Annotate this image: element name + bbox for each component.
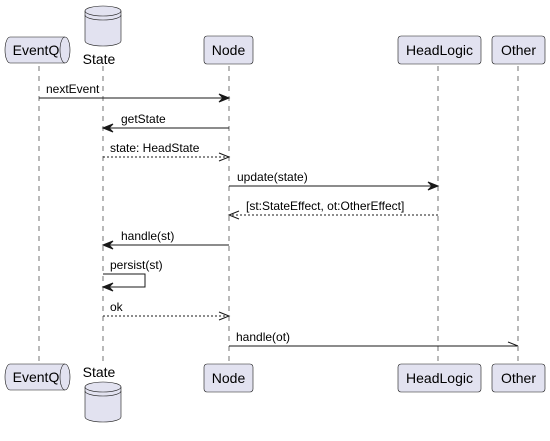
participant-label-other: Other [501, 370, 536, 386]
database-icon [84, 381, 122, 423]
message-label: [st:StateEffect, ot:OtherEffect] [246, 199, 404, 213]
participant-label-state: State [83, 51, 116, 67]
message-handle-st: handle(st) [101, 229, 229, 250]
message-handle-ot: handle(ot) [229, 330, 519, 347]
message-label: getState [121, 112, 166, 126]
message-label: nextEvent [46, 82, 100, 96]
participant-state-bottom[interactable]: State [83, 364, 122, 423]
participant-node-top[interactable]: Node [203, 35, 254, 65]
message-label: update(state) [237, 170, 308, 184]
message-persist-st: persist(st) [101, 258, 163, 292]
message-label: persist(st) [110, 258, 163, 272]
participant-headlogic-bottom[interactable]: HeadLogic [397, 363, 482, 393]
message-effects-return: [st:StateEffect, ot:OtherEffect] [227, 199, 438, 220]
message-ok: ok [103, 300, 231, 321]
participant-label-node: Node [212, 370, 246, 386]
participant-label-headlogic: HeadLogic [406, 42, 473, 58]
message-label: ok [110, 300, 124, 314]
queue-end-icon [59, 363, 66, 391]
message-label: handle(st) [121, 229, 174, 243]
participant-label-headlogic: HeadLogic [406, 370, 473, 386]
message-state-headstate: state: HeadState [103, 141, 231, 162]
queue-end-icon [59, 36, 66, 64]
participant-other-top[interactable]: Other [491, 35, 546, 65]
participant-other-bottom[interactable]: Other [491, 363, 546, 393]
message-nextevent: nextEvent [39, 82, 231, 103]
message-update-state: update(state) [229, 170, 440, 191]
database-icon [84, 5, 122, 47]
participant-eventq-bottom[interactable]: EventQ [4, 363, 71, 391]
message-label: state: HeadState [110, 141, 200, 155]
participant-state-top[interactable]: State [83, 5, 122, 67]
message-getstate: getState [101, 112, 229, 133]
participant-label-node: Node [212, 42, 246, 58]
participant-label-state: State [83, 364, 116, 380]
participant-label-eventq: EventQ [13, 42, 60, 58]
participant-eventq-top[interactable]: EventQ [4, 36, 71, 64]
participant-label-other: Other [501, 42, 536, 58]
participant-label-eventq: EventQ [13, 369, 60, 385]
participant-headlogic-top[interactable]: HeadLogic [397, 35, 482, 65]
message-label: handle(ot) [236, 330, 290, 344]
participant-node-bottom[interactable]: Node [203, 363, 254, 393]
